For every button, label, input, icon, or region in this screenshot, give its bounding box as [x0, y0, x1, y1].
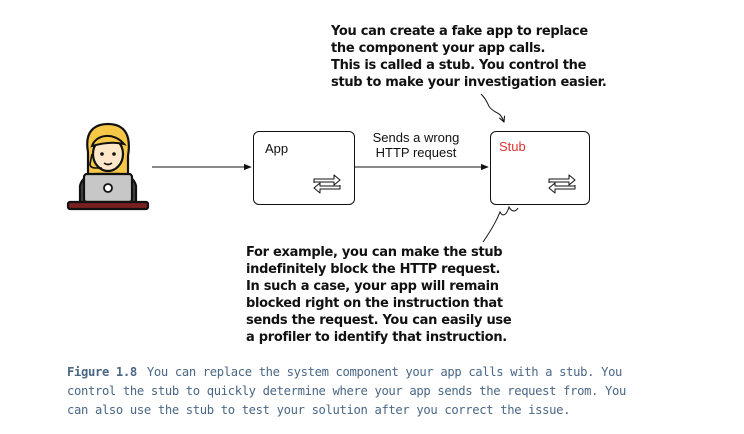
- caption-line-1: Figure 1.8 You can replace the system com…: [67, 363, 727, 382]
- figure-caption: Figure 1.8 You can replace the system com…: [67, 363, 727, 420]
- annotation-bottom-line: blocked right on the instruction that: [246, 296, 503, 311]
- annotation-top: You can create a fake app to replace the…: [331, 23, 607, 91]
- edge-label: Sends a wrong HTTP request: [362, 130, 470, 160]
- annotation-bottom-line: a profiler to identify that instruction.: [246, 330, 507, 345]
- figure-number: Figure 1.8: [67, 365, 137, 379]
- caption-text: You can replace the system component you…: [146, 365, 623, 379]
- annotation-top-line: You can create a fake app to replace: [331, 24, 588, 39]
- annotation-top-line: This is called a stub. You control the: [331, 58, 587, 73]
- stub-label: Stub: [499, 139, 526, 154]
- annotation-top-line: stub to make your investigation easier.: [331, 75, 607, 90]
- annotation-bottom-line: indefinitely block the HTTP request.: [246, 262, 501, 277]
- annotation-bottom-line: sends the request. You can easily use: [246, 313, 512, 328]
- annotation-bottom-line: In such a case, your app will remain: [246, 279, 499, 294]
- caption-line: can also use the stub to test your solut…: [67, 403, 571, 417]
- callout-pointer-top: [480, 93, 504, 122]
- swap-arrows-icon: [313, 174, 341, 194]
- caption-line: control the stub to quickly determine wh…: [67, 384, 627, 398]
- annotation-top-line: the component your app calls.: [331, 41, 546, 56]
- annotation-bottom: For example, you can make the stub indef…: [246, 244, 512, 346]
- edge-label-line: HTTP request: [375, 145, 457, 160]
- app-label: App: [265, 141, 289, 156]
- callout-pointer-bottom: [482, 205, 519, 243]
- edge-label-line: Sends a wrong: [372, 130, 460, 145]
- annotation-bottom-line: For example, you can make the stub: [246, 245, 503, 260]
- swap-arrows-icon: [548, 174, 576, 194]
- app-box: App: [253, 131, 355, 205]
- person-icon: [66, 122, 150, 211]
- stub-box: Stub: [490, 131, 590, 205]
